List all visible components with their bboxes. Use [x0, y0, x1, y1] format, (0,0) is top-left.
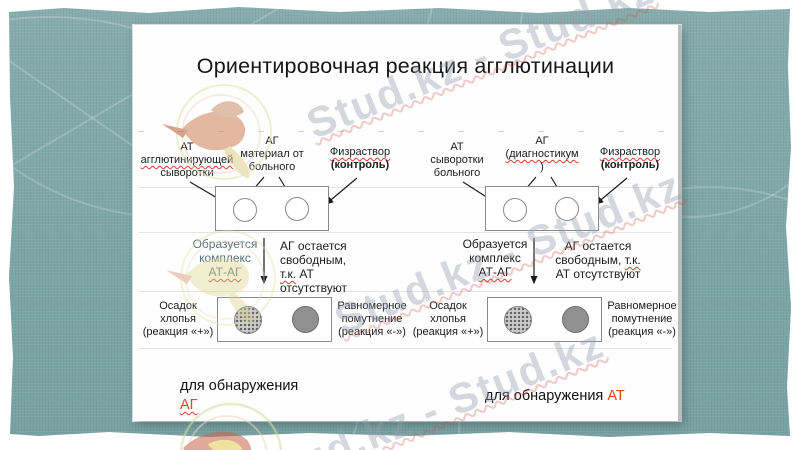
- detection-caption: для обнаружения АТ: [485, 387, 625, 406]
- detection-target: АГ: [180, 397, 198, 413]
- glass-slide-after-icon: [217, 297, 332, 342]
- table-gridline: [138, 131, 672, 132]
- detection-prefix: для обнаружения: [485, 388, 604, 404]
- detection-prefix: для обнаружения: [180, 378, 299, 394]
- glass-slide-before-icon: [485, 186, 599, 231]
- empty-well-icon: [285, 197, 309, 221]
- glass-slide-before-icon: [215, 186, 329, 231]
- slide-title: Ориентировочная реакция агглютинации: [196, 54, 615, 78]
- empty-well-icon: [555, 197, 579, 221]
- table-gridline: [138, 187, 672, 188]
- sample-label: АГ(диагностикум): [505, 135, 579, 173]
- agglutinate-flakes-icon: [234, 306, 262, 334]
- uniform-turbidity-icon: [292, 306, 319, 333]
- saline-control-label: Физраствор(контроль): [329, 146, 391, 171]
- empty-well-icon: [233, 198, 257, 222]
- agglutinate-flakes-icon: [504, 306, 532, 334]
- detection-caption: для обнаружения АГ: [180, 377, 298, 415]
- empty-well-icon: [503, 198, 527, 222]
- table-gridline: [138, 348, 672, 349]
- saline-control-label: Физраствор(контроль): [599, 146, 661, 171]
- glass-slide-after-icon: [487, 297, 602, 342]
- table-gridline: [138, 291, 672, 292]
- uniform-turbidity-icon: [562, 306, 589, 333]
- table-gridline: [138, 232, 672, 233]
- detection-target: АТ: [607, 388, 625, 404]
